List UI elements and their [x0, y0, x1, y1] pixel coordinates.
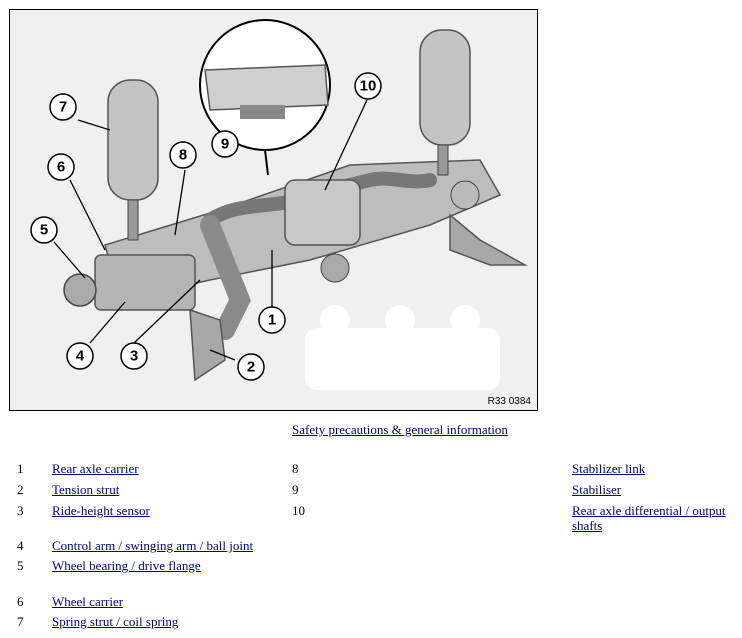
- callout-4: 4: [76, 348, 85, 365]
- part-link-rear-axle-differential[interactable]: Rear axle differential / output shafts: [572, 503, 726, 533]
- rear-axle-diagram: 1 2 3 4 5 6 7 8 9 10 R33 0384: [9, 9, 538, 411]
- part-number: 2: [17, 482, 24, 497]
- part-link-control-arm[interactable]: Control arm / swinging arm / ball joint: [52, 538, 254, 553]
- part-number: 4: [17, 538, 24, 553]
- part-number: 10: [292, 503, 305, 518]
- callout-1: 1: [268, 312, 276, 329]
- part-link-ride-height-sensor[interactable]: Ride-height sensor: [52, 503, 150, 518]
- callout-3: 3: [130, 348, 138, 365]
- part-link-stabilizer-link[interactable]: Stabilizer link: [572, 461, 646, 476]
- callout-8: 8: [179, 147, 187, 164]
- callout-5: 5: [40, 222, 48, 239]
- part-link-wheel-carrier[interactable]: Wheel carrier: [52, 594, 124, 609]
- diagram-reference-code: R33 0384: [487, 396, 531, 407]
- part-link-spring-strut[interactable]: Spring strut / coil spring: [52, 614, 179, 629]
- part-number: 6: [17, 594, 24, 609]
- part-number: 7: [17, 614, 24, 629]
- callout-2: 2: [247, 359, 255, 376]
- part-number: 3: [17, 503, 24, 518]
- diagram-illustration: 1 2 3 4 5 6 7 8 9 10: [10, 10, 537, 410]
- part-link-rear-axle-carrier[interactable]: Rear axle carrier: [52, 461, 139, 476]
- part-link-stabiliser[interactable]: Stabiliser: [572, 482, 622, 497]
- callout-9: 9: [221, 136, 229, 153]
- callout-7: 7: [59, 99, 67, 116]
- callout-6: 6: [57, 159, 65, 176]
- part-number: 8: [292, 461, 299, 476]
- part-number: 9: [292, 482, 299, 497]
- callout-10: 10: [360, 78, 377, 95]
- safety-precautions-link[interactable]: Safety precautions & general information: [292, 422, 508, 437]
- part-number: 1: [17, 461, 24, 476]
- part-link-wheel-bearing[interactable]: Wheel bearing / drive flange: [52, 558, 201, 573]
- part-link-tension-strut[interactable]: Tension strut: [52, 482, 120, 497]
- part-number: 5: [17, 558, 24, 573]
